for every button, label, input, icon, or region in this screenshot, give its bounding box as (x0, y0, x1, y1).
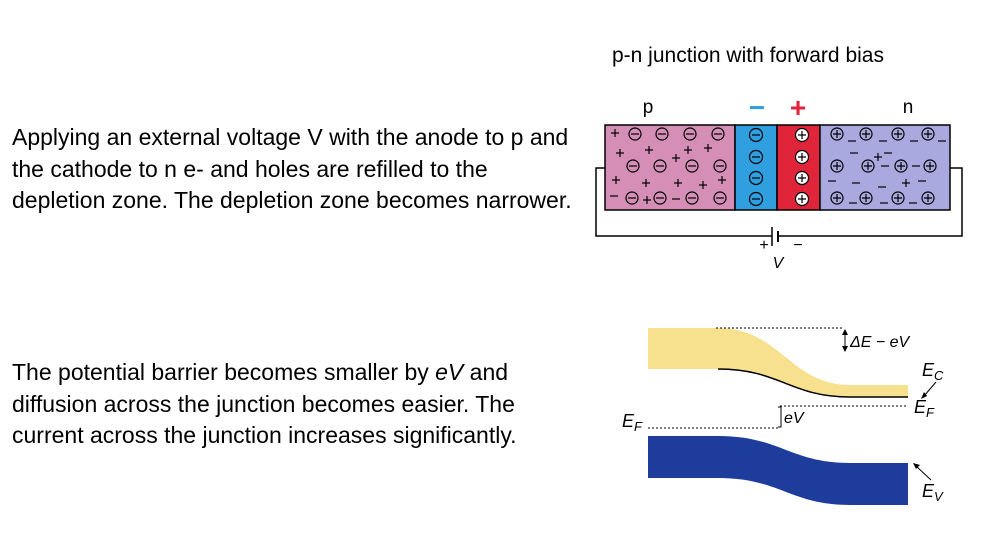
depletion-negative-region (734, 124, 778, 211)
ec-pointer-head (921, 392, 927, 399)
delta-e-arrowheads (842, 329, 848, 352)
depletion-positive-ions (794, 127, 810, 207)
ef-right-label: EF (914, 397, 935, 420)
p-region-label: p (643, 97, 654, 118)
paragraph-forward-bias: Applying an external voltage V with the … (12, 124, 572, 213)
ev-label: EV (922, 481, 944, 504)
paragraph-barrier-end: and diffusion across the junction become… (12, 359, 517, 448)
ef-right-main: E (914, 397, 927, 417)
circuit-wire-right (784, 167, 963, 237)
n-donor-ions (830, 127, 937, 205)
circuit-wire-left (595, 167, 760, 237)
ec-label-sub: C (934, 368, 944, 383)
paragraph-barrier-start: The potential barrier becomes smaller by (12, 359, 436, 385)
paragraph-barrier: The potential barrier becomes smaller by… (12, 357, 572, 452)
paragraph-barrier-ev: eV (435, 359, 464, 385)
conduction-band (648, 328, 908, 397)
p-acceptor-ions (625, 127, 727, 205)
ev-label-main: E (922, 481, 935, 501)
battery-voltage-label: V (773, 255, 785, 272)
depletion-minus-label: − (749, 92, 765, 123)
valence-band (648, 436, 908, 505)
battery-minus-sign: − (793, 237, 802, 254)
conduction-band-edge (717, 368, 908, 398)
n-region-label: n (903, 97, 914, 118)
delta-e-label: ΔE − eV (849, 334, 911, 351)
junction-title: p-n junction with forward bias (612, 44, 884, 67)
ev-pointer (915, 465, 932, 481)
ef-right-sub: F (926, 405, 935, 420)
ef-left-sub: F (634, 419, 643, 434)
battery-plus-sign: + (759, 237, 768, 254)
p-holes (610, 129, 726, 204)
ef-left-main: E (622, 411, 635, 431)
ef-left-label: EF (622, 411, 643, 434)
depletion-plus-label: + (790, 92, 806, 123)
p-region (604, 124, 736, 211)
depletion-negative-ions (748, 127, 764, 207)
ec-pointer (923, 381, 937, 397)
ec-label-main: E (922, 360, 935, 380)
ev-pointer-head (913, 463, 920, 469)
n-electrons (828, 140, 946, 204)
ev-label-sub: V (934, 489, 944, 504)
ev-bracket (778, 406, 782, 428)
ev-gap-label: eV (784, 410, 805, 427)
ec-label: EC (922, 360, 944, 383)
